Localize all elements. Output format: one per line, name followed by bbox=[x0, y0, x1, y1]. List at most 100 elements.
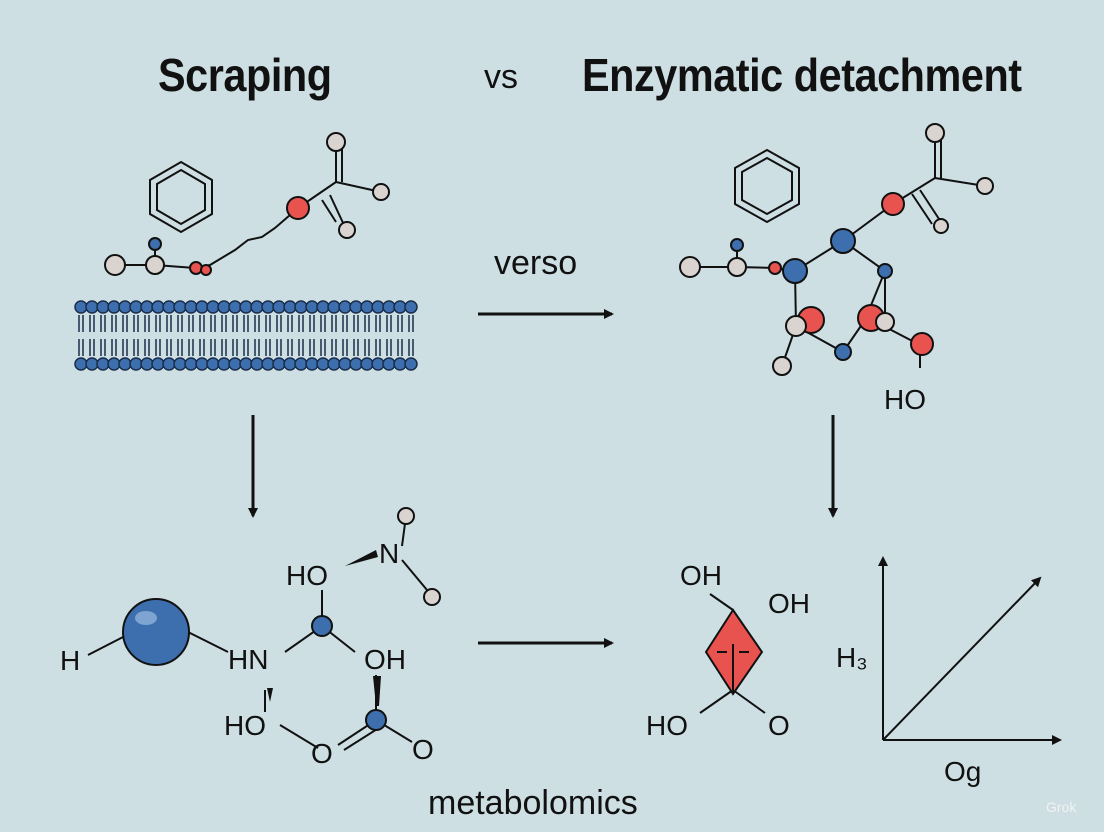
lipid-head bbox=[206, 300, 220, 314]
lipid-head bbox=[283, 300, 297, 314]
lipid-head bbox=[404, 300, 418, 314]
lipid-head bbox=[261, 300, 275, 314]
lipid-head bbox=[371, 357, 385, 371]
right-title: Enzymatic detachment bbox=[582, 49, 1022, 101]
lipid-head bbox=[250, 357, 264, 371]
lipid-head bbox=[327, 300, 341, 314]
wedge-bond-n bbox=[345, 550, 378, 566]
atom-oh-mid: OH bbox=[364, 644, 406, 675]
atom-o-right-bottom: O bbox=[768, 710, 790, 741]
lipid-head bbox=[217, 300, 231, 314]
lipid-bilayer bbox=[74, 300, 418, 371]
right-molecule-atoms bbox=[679, 123, 994, 376]
wedge-bond-hn bbox=[267, 688, 273, 702]
lipid-head bbox=[206, 357, 220, 371]
graph-diagonal-line bbox=[882, 576, 1042, 741]
left-molecule bbox=[115, 142, 382, 270]
lipid-head bbox=[305, 300, 319, 314]
atom-n: N bbox=[379, 538, 400, 569]
lipid-head bbox=[129, 300, 143, 314]
lipid-head bbox=[393, 300, 407, 314]
lipid-head bbox=[74, 300, 88, 314]
lipid-head bbox=[74, 357, 88, 371]
lipid-head bbox=[283, 357, 297, 371]
lipid-head bbox=[107, 300, 121, 314]
lipid-head bbox=[162, 357, 176, 371]
lipid-head bbox=[272, 357, 286, 371]
lipid-head bbox=[85, 357, 99, 371]
left-title: Scraping bbox=[158, 49, 332, 101]
lipid-head bbox=[118, 300, 132, 314]
lipid-head bbox=[184, 300, 198, 314]
lipid-head bbox=[118, 357, 132, 371]
lipid-head bbox=[272, 300, 286, 314]
atom-ho-top: HO bbox=[286, 560, 328, 591]
lipid-head bbox=[349, 300, 363, 314]
lipid-head bbox=[151, 300, 165, 314]
left-chain-bond bbox=[115, 214, 291, 270]
bottom-right-molecule bbox=[699, 593, 766, 714]
graph bbox=[878, 556, 1062, 745]
graph-x-label: Og bbox=[944, 756, 982, 787]
lipid-head bbox=[261, 357, 275, 371]
lipid-head bbox=[195, 300, 209, 314]
atom-h: H bbox=[60, 645, 81, 676]
atom-ho-right: HO bbox=[884, 384, 926, 415]
left-benzene-ring bbox=[149, 160, 213, 234]
vs-label: vs bbox=[484, 58, 518, 96]
lipid-head bbox=[338, 357, 352, 371]
bottom-label: metabolomics bbox=[428, 784, 638, 822]
lipid-head bbox=[129, 357, 143, 371]
lipid-head bbox=[217, 357, 231, 371]
lipid-head bbox=[173, 357, 187, 371]
lipid-head bbox=[404, 357, 418, 371]
lipid-head bbox=[140, 300, 154, 314]
graph-y-label: H₃ bbox=[836, 642, 868, 673]
lipid-head bbox=[239, 300, 253, 314]
watermark: Grok bbox=[1046, 799, 1077, 815]
lipid-head bbox=[371, 300, 385, 314]
lipid-head bbox=[305, 357, 319, 371]
lipid-head bbox=[382, 300, 396, 314]
bottom-left-atoms bbox=[122, 507, 441, 731]
wedge-bond-oh bbox=[373, 676, 381, 706]
lipid-head bbox=[393, 357, 407, 371]
verso-label: verso bbox=[494, 244, 578, 282]
lipid-head bbox=[294, 300, 308, 314]
atom-ho-bottom: HO bbox=[224, 710, 266, 741]
atom-oh-right1: OH bbox=[680, 560, 722, 591]
atom-o-bottom2: O bbox=[412, 734, 434, 765]
lipid-head bbox=[151, 357, 165, 371]
atom-hn: HN bbox=[228, 644, 269, 675]
lipid-head bbox=[85, 300, 99, 314]
right-benzene-ring bbox=[734, 148, 800, 224]
left-molecule-atoms bbox=[104, 132, 390, 276]
lipid-head bbox=[316, 357, 330, 371]
lipid-head bbox=[184, 357, 198, 371]
lipid-head bbox=[349, 357, 363, 371]
lipid-head bbox=[294, 357, 308, 371]
lipid-head bbox=[162, 300, 176, 314]
lipid-head bbox=[316, 300, 330, 314]
lipid-head bbox=[360, 357, 374, 371]
lipid-head bbox=[360, 300, 374, 314]
atom-o-bottom1: O bbox=[311, 738, 333, 769]
lipid-head bbox=[195, 357, 209, 371]
lipid-head bbox=[173, 300, 187, 314]
lipid-head bbox=[140, 357, 154, 371]
lipid-head bbox=[338, 300, 352, 314]
lipid-head bbox=[107, 357, 121, 371]
atom-oh-right2: OH bbox=[768, 588, 810, 619]
lipid-head bbox=[228, 357, 242, 371]
large-blue-atom bbox=[122, 598, 190, 666]
atom-ho-right-bottom: HO bbox=[646, 710, 688, 741]
lipid-head bbox=[327, 357, 341, 371]
arrows bbox=[248, 309, 838, 648]
lipid-head bbox=[382, 357, 396, 371]
lipid-head bbox=[96, 300, 110, 314]
lipid-head bbox=[228, 300, 242, 314]
lipid-head bbox=[239, 357, 253, 371]
lipid-head bbox=[96, 357, 110, 371]
lipid-head bbox=[250, 300, 264, 314]
